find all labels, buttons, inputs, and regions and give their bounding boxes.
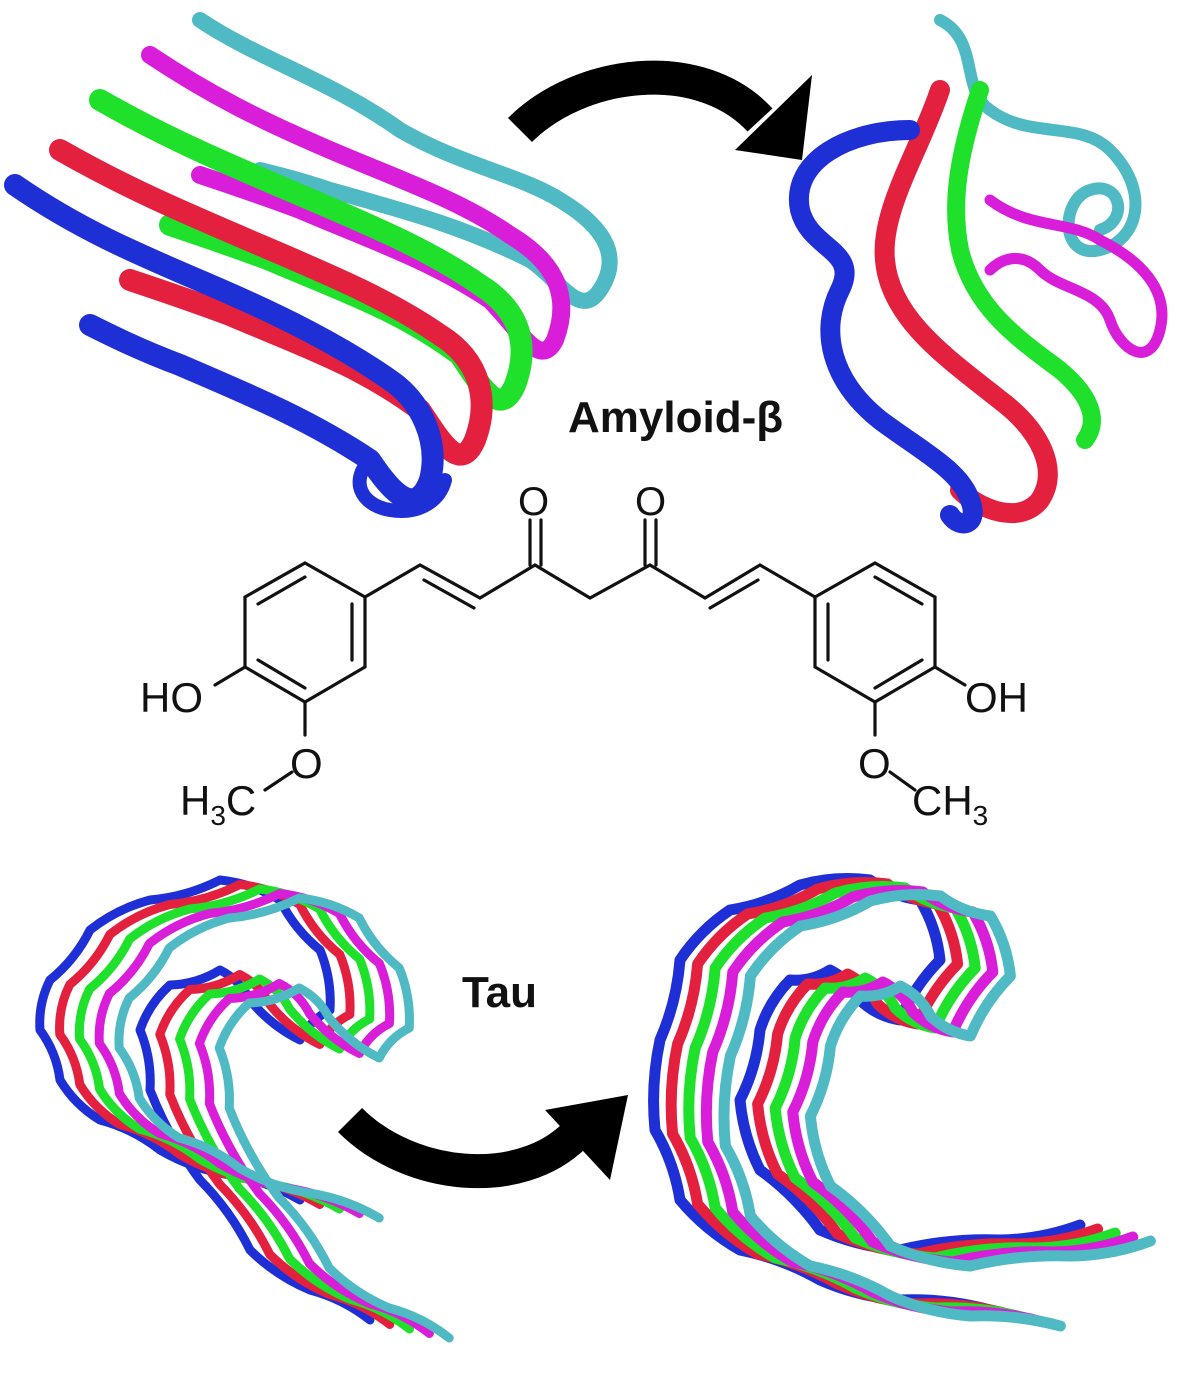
amyloid-strand-blue [4,174,444,511]
amyloid-beta-label: Amyloid-β [568,393,783,442]
left-hydroxyl-label: HO [140,674,203,721]
left-hydroxyl-bond [213,665,247,687]
transition-arrow-top-body [507,60,773,143]
left-methyl-h: H [180,777,210,824]
transition-arrow-top [507,60,812,160]
tau-strand-cyan [114,893,454,1343]
amyloid-disrupted-blue [788,120,983,534]
amyloid-strand-magenta [141,46,571,360]
right-methyl-ch: CH [912,777,973,824]
amyloid-disrupted-red [874,80,1058,524]
right-ring-double-bond-3 [873,658,924,690]
left-methoxy-oxygen: O [290,740,323,787]
right-methoxy-oxygen: O [858,740,891,787]
transition-arrow-bottom [337,1095,628,1189]
linker-chain [363,563,817,600]
right-ring-outline [813,561,937,704]
amyloid-strand-blue-tail [352,453,452,518]
right-hydroxyl-label: OH [965,674,1028,721]
transition-arrow-top-head [735,75,812,160]
right-methyl-bond [888,770,917,792]
left-ring-double-bond-3 [256,658,307,690]
left-methyl-c: C [226,777,256,824]
left-ring-outline [243,561,367,704]
left-methyl-sub: 3 [210,800,226,831]
right-methyl-sub: 3 [973,800,989,831]
transition-arrow-bottom-body [337,1107,588,1189]
tau-disrupted-structure [648,873,1156,1332]
amyloid-fibril-structure [4,12,618,518]
amyloid-strand-cyan [192,12,618,309]
left-methyl-bond [263,770,294,792]
amyloid-disrupted-green [947,81,1101,449]
left-carbonyl-oxygen: O [518,480,549,524]
right-ring-double-bond-1 [873,575,924,606]
left-alkene-double-bond [422,578,476,610]
left-methyl-label: H3C [180,777,256,831]
transition-arrow-bottom-head [545,1095,628,1180]
tau-fibril-structure [35,875,454,1343]
tau-strand-red [665,877,1104,1320]
tau-strand-cyan [718,889,1156,1332]
left-ring-double-bond-1 [256,575,307,606]
tau-strand-green [683,881,1121,1324]
right-benzene-ring [813,561,937,704]
tau-strand-blue [648,873,1086,1316]
right-alkene-double-bond [708,578,760,610]
left-benzene-ring [243,561,367,704]
right-carbonyl-oxygen: O [635,480,666,524]
amyloid-disrupted-magenta [984,194,1168,358]
tau-label: Tau [462,968,537,1017]
amyloid-strand-red [49,139,493,466]
amyloid-disrupted-structure [788,14,1168,534]
tau-strand-magenta [94,889,434,1338]
curcumin-molecule: O O HO O H3C OH O CH3 [140,480,1028,831]
right-hydroxyl-bond [933,665,967,687]
tau-strand-magenta [700,885,1139,1328]
heptadienedione-linker [363,518,817,610]
right-methyl-label: CH3 [912,777,988,831]
